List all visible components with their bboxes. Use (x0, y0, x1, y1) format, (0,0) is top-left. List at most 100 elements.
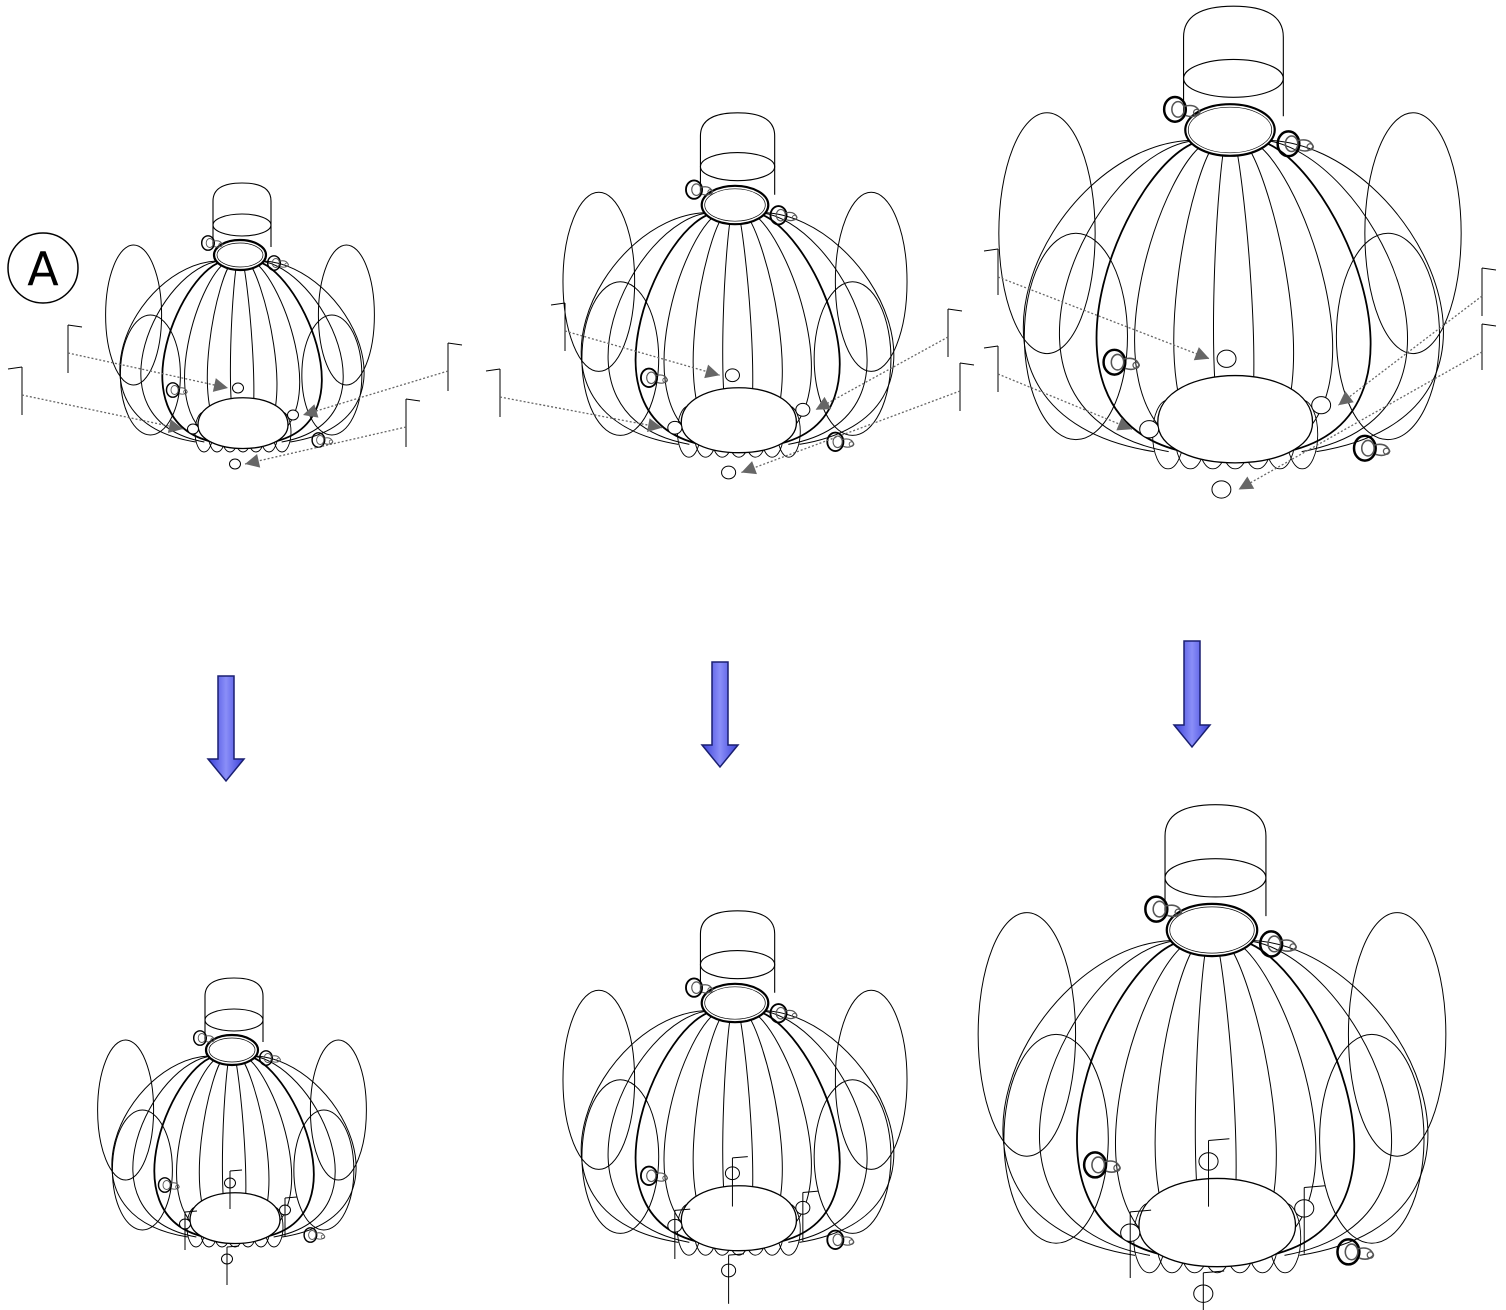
leader-line (997, 373, 1133, 430)
chimney-rim (699, 151, 776, 182)
leader-arrowhead (741, 461, 757, 475)
cage-rib (759, 1010, 868, 1243)
chimney (1164, 804, 1267, 917)
cage-rib (1076, 939, 1187, 1257)
shackle-icon (200, 235, 223, 251)
shackle-icon (266, 255, 289, 271)
anchor-point (724, 368, 740, 383)
cage-loop (562, 989, 636, 1170)
chimney-rim (699, 949, 776, 980)
shackle-icon (685, 179, 714, 200)
anchor-point (1139, 420, 1160, 439)
cage-loop (581, 1079, 660, 1234)
shackle-icon (1082, 1151, 1122, 1179)
panel-label-badge: A (7, 232, 79, 304)
cage-loop (111, 1109, 173, 1231)
anchor-point (232, 382, 244, 394)
leader-line (499, 396, 663, 429)
cage-loop (309, 1039, 367, 1181)
lantern-large-before (998, 5, 1462, 499)
cage-rib (255, 1055, 357, 1238)
anchor-point (287, 409, 299, 421)
cage-loop (1364, 112, 1462, 355)
cage-rib (140, 260, 221, 443)
stake-flag (1208, 1138, 1230, 1142)
stake-flag (1203, 1270, 1225, 1274)
cage-rib (580, 212, 706, 445)
cage-rib (161, 260, 226, 443)
shackle-icon (769, 1003, 798, 1024)
top-ring (700, 184, 770, 226)
cage-loop (1319, 1033, 1425, 1244)
cage-loop (1023, 232, 1128, 441)
top-ring (1184, 103, 1276, 157)
leader-line (1238, 351, 1483, 491)
cage-rib (759, 212, 868, 445)
flag-top (485, 368, 501, 372)
lanterns (97, 5, 1462, 1310)
leader-arrowhead (303, 404, 319, 418)
top-ring-inner (208, 1037, 256, 1063)
lantern-large-after (977, 804, 1447, 1310)
anchor-point (187, 423, 199, 435)
base-hoop (1138, 1177, 1297, 1268)
base-hoop (189, 1192, 281, 1245)
shackle-icon (826, 431, 855, 452)
leader-arrowhead (704, 364, 720, 379)
cage-loop (1003, 1033, 1109, 1244)
cage-rib (132, 1055, 213, 1238)
flag-top (67, 324, 83, 328)
top-ring-inner (1169, 906, 1255, 954)
base-hoop (197, 397, 289, 450)
chimney-rim (1164, 858, 1267, 898)
cage-loop (581, 281, 660, 436)
stake-flag (284, 1196, 298, 1199)
leader-arrowhead (646, 418, 663, 432)
cage-rib (251, 1055, 336, 1238)
top-ring (212, 238, 268, 272)
anchor-point (1211, 480, 1232, 499)
top-ring-inner (1187, 106, 1273, 154)
stake-flag (674, 1208, 691, 1211)
flag-top (7, 366, 23, 370)
cage-loop (105, 244, 163, 386)
flag-top (947, 308, 963, 312)
cage-rib (259, 260, 344, 443)
stake-leaders (7, 248, 1497, 491)
flag-top (983, 345, 999, 349)
cage-loop (977, 912, 1077, 1157)
leader-arrowhead (1338, 391, 1354, 406)
cage-rib (634, 1009, 717, 1244)
leader-arrowhead (1238, 476, 1255, 490)
cage-rib (1039, 939, 1179, 1256)
leader-line (564, 330, 720, 376)
shackle-icon (639, 367, 669, 388)
flag-top (550, 302, 566, 306)
shackle-icon (1102, 348, 1141, 376)
leader-line (302, 370, 449, 416)
leader-line (997, 276, 1210, 360)
cage-rib (1022, 139, 1190, 453)
stake-flag (1304, 1185, 1326, 1189)
leader-line (21, 394, 184, 430)
cage-loop (813, 281, 892, 436)
top-ring-inner (216, 242, 264, 268)
shackle-icon (165, 382, 188, 398)
cage-loop (834, 989, 908, 1170)
down-arrow-icon (206, 675, 246, 783)
lantern-small-before (105, 182, 375, 470)
cage-rib (1270, 139, 1444, 453)
chimney (204, 977, 264, 1042)
lantern-medium-after (562, 910, 908, 1304)
leader-line (1337, 295, 1483, 406)
anchor-point (1311, 396, 1332, 415)
cage-loop (998, 112, 1096, 355)
shackle-icon (157, 1177, 180, 1193)
shackle-icon (769, 205, 798, 226)
top-ring (1165, 902, 1259, 958)
stake-flag (226, 1245, 240, 1248)
top-ring (700, 982, 770, 1024)
flag-top (959, 362, 975, 366)
anchor-point (229, 458, 241, 470)
